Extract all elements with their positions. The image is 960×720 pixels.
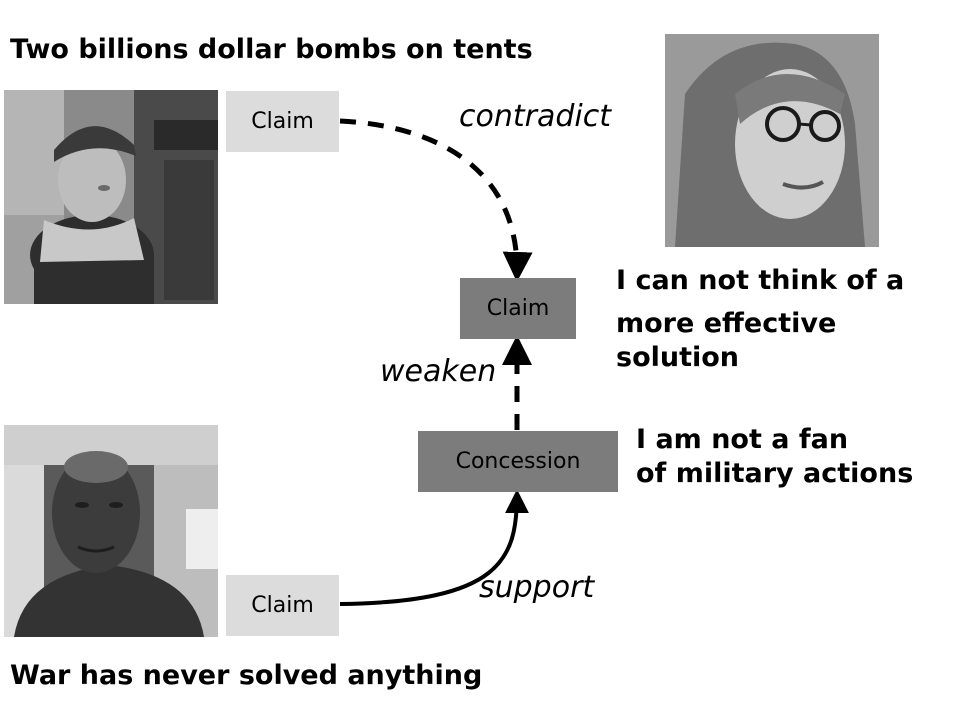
claim-top-node: Claim	[226, 91, 339, 152]
quote-bottom: War has never solved anything	[10, 660, 483, 691]
photo-woman-glasses	[665, 34, 879, 247]
photo-man-cap	[4, 90, 218, 304]
label-support: support	[479, 570, 595, 605]
quote-concession-line1: I am not a fan	[636, 424, 849, 455]
quote-top: Two billions dollar bombs on tents	[10, 34, 533, 65]
claim-middle-node: Claim	[460, 278, 576, 339]
support-arrow	[339, 489, 529, 606]
quote-concession-line2: of military actions	[636, 458, 914, 489]
contradict-arrow	[339, 118, 533, 282]
photo-man-bald	[4, 425, 218, 637]
label-contradict: contradict	[459, 99, 611, 134]
quote-middle-line3: solution	[616, 342, 740, 373]
quote-middle-line2: more effective	[616, 308, 837, 339]
label-weaken: weaken	[380, 354, 497, 389]
quote-middle-line1: I can not think of a	[616, 265, 905, 296]
claim-bottom-node: Claim	[226, 575, 339, 636]
concession-node: Concession	[418, 431, 618, 492]
